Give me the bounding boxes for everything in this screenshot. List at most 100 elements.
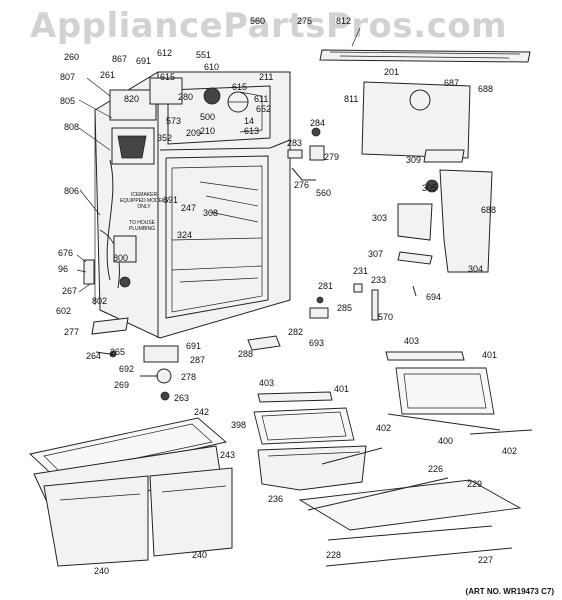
house-plumbing-note: TO HOUSE PLUMBING (128, 220, 156, 232)
callout-800: 800 (113, 253, 129, 263)
callout-615-b: 615 (232, 82, 248, 92)
callout-612: 612 (157, 48, 173, 58)
callout-226: 226 (428, 464, 444, 474)
callout-247: 247 (181, 203, 197, 213)
callout-240-b: 240 (192, 550, 208, 560)
callout-560: 560 (250, 16, 266, 26)
callout-401-a: 401 (482, 350, 498, 360)
callout-276: 276 (294, 180, 310, 190)
callout-269: 269 (114, 380, 130, 390)
callout-691-a: 691 (136, 56, 152, 66)
callout-691-c: 691 (186, 341, 202, 351)
callout-400: 400 (438, 436, 454, 446)
callout-303: 303 (372, 213, 388, 223)
callout-692: 692 (119, 364, 135, 374)
shelves-right (385, 351, 533, 435)
crisper-drawers (29, 417, 233, 567)
callout-283: 283 (287, 138, 303, 148)
callout-278: 278 (181, 372, 197, 382)
callout-573: 573 (166, 116, 182, 126)
callout-308: 308 (203, 208, 219, 218)
callout-265: 265 (110, 347, 126, 357)
dispenser-parts (353, 169, 493, 321)
callout-324: 324 (177, 230, 193, 240)
callout-615-a: 615 (160, 72, 176, 82)
callout-403-b: 403 (259, 378, 275, 388)
callout-231: 231 (353, 266, 369, 276)
callout-687: 687 (444, 78, 460, 88)
icemaker-note: ICEMAKER EQUIPPED MODELS ONLY (119, 192, 169, 210)
bottom-shelf (298, 477, 522, 567)
callout-236: 236 (268, 494, 284, 504)
callout-500: 500 (200, 112, 216, 122)
callout-694: 694 (426, 292, 442, 302)
callout-233: 233 (371, 275, 387, 285)
callout-279: 279 (324, 152, 340, 162)
callout-688-b: 688 (481, 205, 497, 215)
callout-352: 352 (157, 133, 173, 143)
callout-280: 280 (178, 92, 194, 102)
callout-282: 282 (288, 327, 304, 337)
callout-264: 264 (86, 351, 102, 361)
callout-277: 277 (64, 327, 80, 337)
callout-610: 610 (204, 62, 220, 72)
callout-309: 309 (406, 155, 422, 165)
callout-263: 263 (174, 393, 190, 403)
callout-811: 811 (344, 94, 359, 104)
callout-611: 611 (254, 94, 269, 104)
art-number: (ART NO. WR19473 C7) (465, 587, 554, 596)
callout-243: 243 (220, 450, 236, 460)
callout-305: 305 (422, 183, 438, 193)
callout-652: 652 (256, 104, 272, 114)
callout-240-a: 240 (94, 566, 110, 576)
shelves-center (253, 391, 383, 491)
callout-281: 281 (318, 281, 334, 291)
callout-402-a: 402 (376, 423, 392, 433)
callout-307: 307 (368, 249, 384, 259)
callout-613: 613 (244, 126, 260, 136)
icemaker (109, 77, 249, 165)
callout-570: 570 (378, 312, 394, 322)
callout-676: 676 (58, 248, 74, 258)
callout-261: 261 (100, 70, 116, 80)
callout-688-a: 688 (478, 84, 494, 94)
callout-802: 802 (92, 296, 108, 306)
callout-260: 260 (64, 52, 80, 62)
callout-210: 210 (200, 126, 216, 136)
callout-551: 551 (196, 50, 212, 60)
callout-820: 820 (124, 94, 140, 104)
callout-403-a: 403 (404, 336, 420, 346)
callout-602: 602 (56, 306, 72, 316)
callout-211: 211 (259, 72, 274, 82)
small-parts (91, 296, 329, 401)
water-line (83, 159, 137, 289)
callout-808: 808 (64, 122, 80, 132)
leader-lines (76, 27, 361, 293)
callout-201: 201 (384, 67, 400, 77)
callout-806: 806 (64, 186, 80, 196)
callout-209: 209 (186, 128, 202, 138)
callout-229: 229 (467, 479, 483, 489)
callout-560-b: 560 (316, 188, 332, 198)
callout-288: 288 (238, 349, 254, 359)
callout-805: 805 (60, 96, 76, 106)
callout-267: 267 (62, 286, 78, 296)
callout-693: 693 (309, 338, 325, 348)
callout-398: 398 (231, 420, 247, 430)
callout-287: 287 (190, 355, 206, 365)
callout-242: 242 (194, 407, 210, 417)
callout-14: 14 (244, 116, 255, 126)
control-parts (287, 127, 325, 181)
callout-284: 284 (310, 118, 326, 128)
callout-96: 96 (58, 264, 69, 274)
callout-867: 867 (112, 54, 128, 64)
callout-812: 812 (336, 16, 352, 26)
callout-275: 275 (297, 16, 313, 26)
callout-807: 807 (60, 72, 76, 82)
watermark: AppliancePartsPros.com (30, 6, 508, 46)
callout-401-b: 401 (334, 384, 350, 394)
callout-691-b: 691 (163, 195, 179, 205)
callout-402-b: 402 (502, 446, 518, 456)
